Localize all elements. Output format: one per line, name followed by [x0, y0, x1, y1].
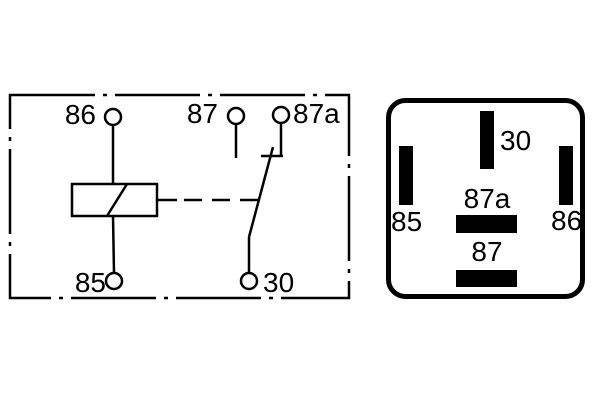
terminal-circle-85 — [104, 271, 124, 291]
coil-symbol — [70, 182, 159, 218]
switch-armature — [247, 146, 275, 238]
terminal-label-87a: 87a — [293, 98, 340, 129]
relay-pinout: 30 85 86 87a 87 — [386, 98, 585, 299]
pin-30 — [480, 111, 494, 169]
pin-label-86: 86 — [551, 205, 582, 236]
pin-label-30: 30 — [500, 125, 531, 156]
terminal-label-30: 30 — [263, 267, 294, 298]
pin-85 — [399, 146, 413, 205]
terminal-circle-87a — [271, 105, 291, 125]
pin-86 — [559, 146, 573, 205]
relay-schematic: 86 87 87a 85 30 — [8, 93, 351, 300]
pin-label-87: 87 — [471, 236, 502, 267]
terminal-circle-87 — [226, 106, 246, 126]
pin-87 — [456, 270, 517, 287]
terminal-circle-86 — [103, 107, 123, 127]
terminal-label-87: 87 — [187, 98, 218, 129]
pin-87a — [456, 215, 517, 233]
schematic-boundary — [8, 93, 351, 300]
wire-coil-to-85 — [111, 215, 116, 274]
terminal-circle-30 — [239, 271, 259, 291]
coil-diagonal — [105, 183, 129, 217]
pin-label-87a: 87a — [464, 183, 511, 214]
relay-body-outline — [386, 98, 585, 299]
pin-label-85: 85 — [391, 206, 422, 237]
terminal-label-85: 85 — [75, 267, 106, 298]
terminal-label-86: 86 — [65, 99, 96, 130]
